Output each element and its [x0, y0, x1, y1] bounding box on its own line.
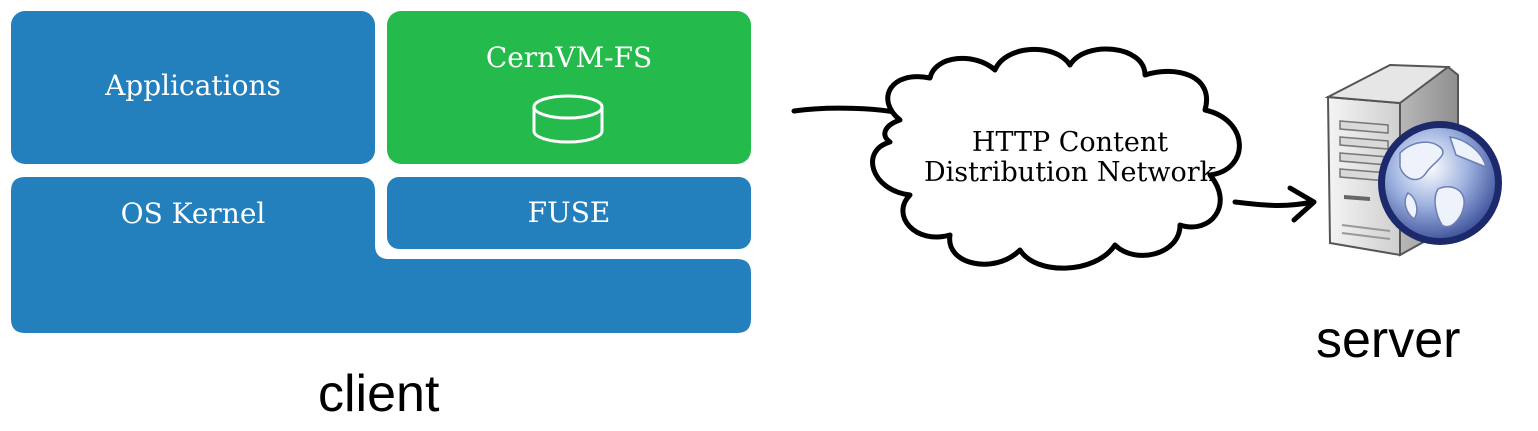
applications-layer: Applications	[11, 11, 375, 164]
server-connection-arrow	[1232, 199, 1315, 208]
cloud-icon	[791, 46, 1317, 271]
cvmfs-label: CernVM-FS	[485, 41, 653, 74]
fuse-layer: FUSE	[387, 177, 751, 249]
os-kernel-layer	[11, 177, 751, 333]
applications-label: Applications	[105, 69, 281, 102]
cloud-label: HTTP Content Distribution Network	[900, 128, 1240, 188]
client-label: client	[318, 365, 440, 423]
server-globe-icon	[1324, 63, 1502, 257]
disk-icon	[532, 94, 604, 144]
server-label: server	[1316, 311, 1461, 369]
fuse-label: FUSE	[527, 196, 611, 229]
os-kernel-label: OS Kernel	[120, 197, 266, 230]
cloud-outline	[870, 46, 1242, 271]
cloud-label-line1: HTTP Content	[971, 127, 1169, 158]
cvmfs-layer: CernVM-FS	[387, 11, 751, 164]
cloud-label-line2: Distribution Network	[923, 157, 1216, 188]
